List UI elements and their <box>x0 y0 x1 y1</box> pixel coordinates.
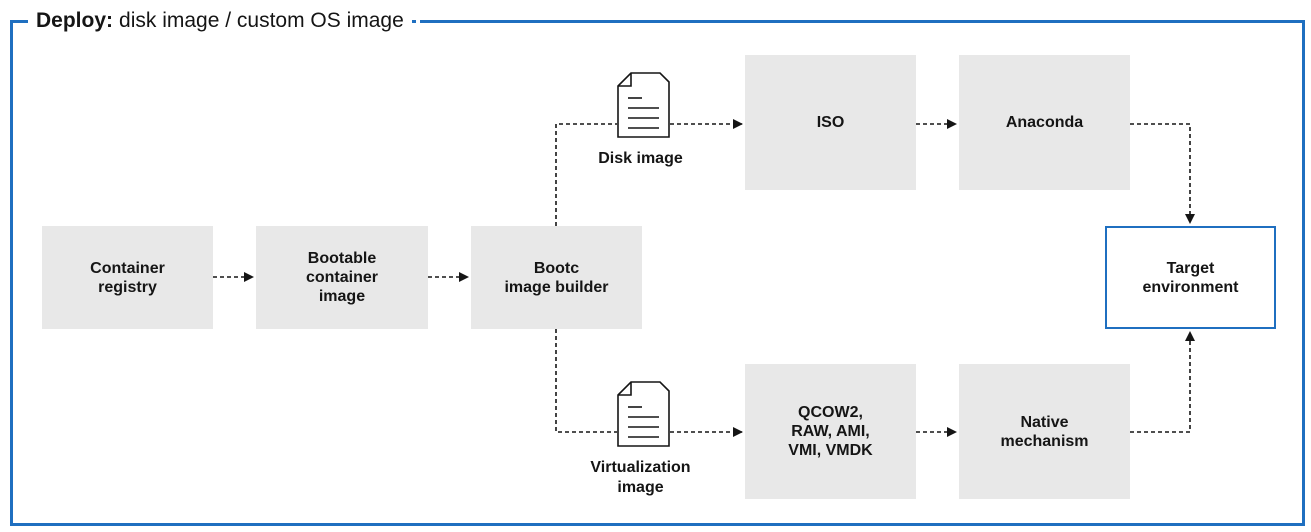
formats-node: QCOW2, RAW, AMI, VMI, VMDK <box>745 364 916 499</box>
deploy-frame <box>10 20 1305 526</box>
edge-builder-disk <box>555 123 617 226</box>
bootc-image-builder-node: Bootc image builder <box>471 226 642 329</box>
frame-top-edge <box>415 20 420 23</box>
document-icon <box>617 72 670 138</box>
title-rest: disk image / custom OS image <box>119 9 404 32</box>
document-icon <box>617 381 670 447</box>
iso-node: ISO <box>745 55 916 190</box>
edge-builder-virt <box>555 329 617 433</box>
bootable-container-image-node: Bootable container image <box>256 226 428 329</box>
container-registry-node: Container registry <box>42 226 213 329</box>
target-environment-node: Target environment <box>1105 226 1276 329</box>
anaconda-node: Anaconda <box>959 55 1130 190</box>
title-bold: Deploy: <box>36 9 114 32</box>
edge-anaconda-target <box>1130 123 1195 224</box>
edge-native-target <box>1130 331 1195 433</box>
disk-image-label: Disk image <box>598 150 683 167</box>
virtualization-image-label: Virtualization image <box>590 459 691 496</box>
diagram-title: Deploy: disk image / custom OS image <box>28 6 412 36</box>
native-mechanism-node: Native mechanism <box>959 364 1130 499</box>
